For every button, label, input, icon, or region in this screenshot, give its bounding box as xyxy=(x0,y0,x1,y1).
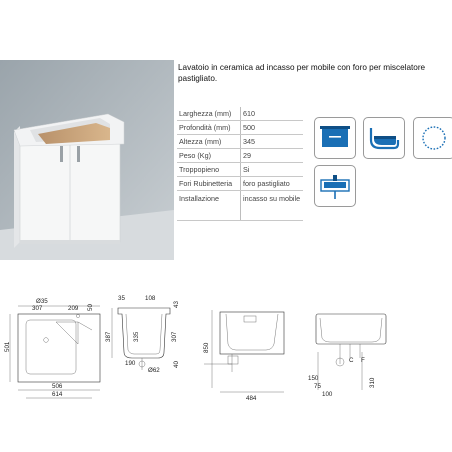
wall-faucet-sink-icon xyxy=(314,165,356,207)
countertop-sink-icon xyxy=(314,117,356,159)
spec-label: Installazione xyxy=(177,190,241,221)
dim-h-total: 501 xyxy=(4,341,11,352)
dim-h-inner: 335 xyxy=(133,331,140,342)
spec-value: incasso su mobile xyxy=(240,190,304,221)
spec-label: Peso (Kg) xyxy=(177,148,241,163)
top-view-drawing: Ø35 307 209 50 501 506 614 xyxy=(4,298,101,399)
dim-w-inner: 506 xyxy=(52,383,63,390)
dim-w1: 307 xyxy=(32,305,43,312)
dim-w2: 209 xyxy=(68,305,79,312)
spec-value: Si xyxy=(240,162,304,177)
spec-label: Fori Rubinetteria xyxy=(177,176,241,191)
table-row: Altezza (mm)345 xyxy=(177,134,304,149)
spec-label: Troppopieno xyxy=(177,162,241,177)
dim-100: 100 xyxy=(322,391,333,398)
spec-label: Larghezza (mm) xyxy=(177,107,241,121)
dim-top3: 43 xyxy=(173,301,180,308)
section-drawing: 35 108 43 335 387 307 190 Ø62 40 xyxy=(105,295,180,374)
dim-d-drain: Ø62 xyxy=(148,367,160,374)
spec-value: 500 xyxy=(240,120,304,135)
dim-h: 850 xyxy=(203,342,210,353)
dim-310: 310 xyxy=(369,377,376,388)
spec-value: 345 xyxy=(240,134,304,149)
spec-table: Larghezza (mm)610 Profondità (mm)500 Alt… xyxy=(177,107,304,221)
product-title: Lavatoio in ceramica ad incasso per mobi… xyxy=(178,63,426,83)
dim-top2: 108 xyxy=(145,295,156,302)
dim-h-right: 50 xyxy=(87,304,94,311)
technical-drawings: Ø35 307 209 50 501 506 614 35 108 43 335… xyxy=(4,295,387,402)
product-photo xyxy=(0,60,174,260)
round-drain-icon xyxy=(413,117,452,159)
label-c: C xyxy=(349,357,354,364)
table-row: Larghezza (mm)610 xyxy=(177,107,304,121)
installation-front-drawing: 850 484 xyxy=(203,310,285,402)
spec-label: Profondità (mm) xyxy=(177,120,241,135)
dim-w-outer: 614 xyxy=(52,391,63,398)
table-row: Peso (Kg)29 xyxy=(177,148,304,163)
spec-value: 29 xyxy=(240,148,304,163)
dim-w: 484 xyxy=(246,395,257,402)
label-f: F xyxy=(361,357,365,364)
installation-side-drawing: C F 150 75 100 310 xyxy=(308,313,387,398)
dim-top1: 35 xyxy=(118,295,125,302)
washbasin-bowl-icon xyxy=(363,117,405,159)
dim-h-small: 40 xyxy=(173,361,180,368)
dim-h-outer: 387 xyxy=(105,331,112,342)
dim-w-drain: 190 xyxy=(125,360,136,367)
spec-value: foro pastigliato xyxy=(240,176,304,191)
dim-75: 75 xyxy=(314,383,321,390)
dim-150: 150 xyxy=(308,375,319,382)
spec-label: Altezza (mm) xyxy=(177,134,241,149)
spec-value: 610 xyxy=(240,107,304,121)
table-row: Profondità (mm)500 xyxy=(177,120,304,135)
dim-hole: Ø35 xyxy=(36,298,48,305)
dim-h-right: 307 xyxy=(171,331,178,342)
